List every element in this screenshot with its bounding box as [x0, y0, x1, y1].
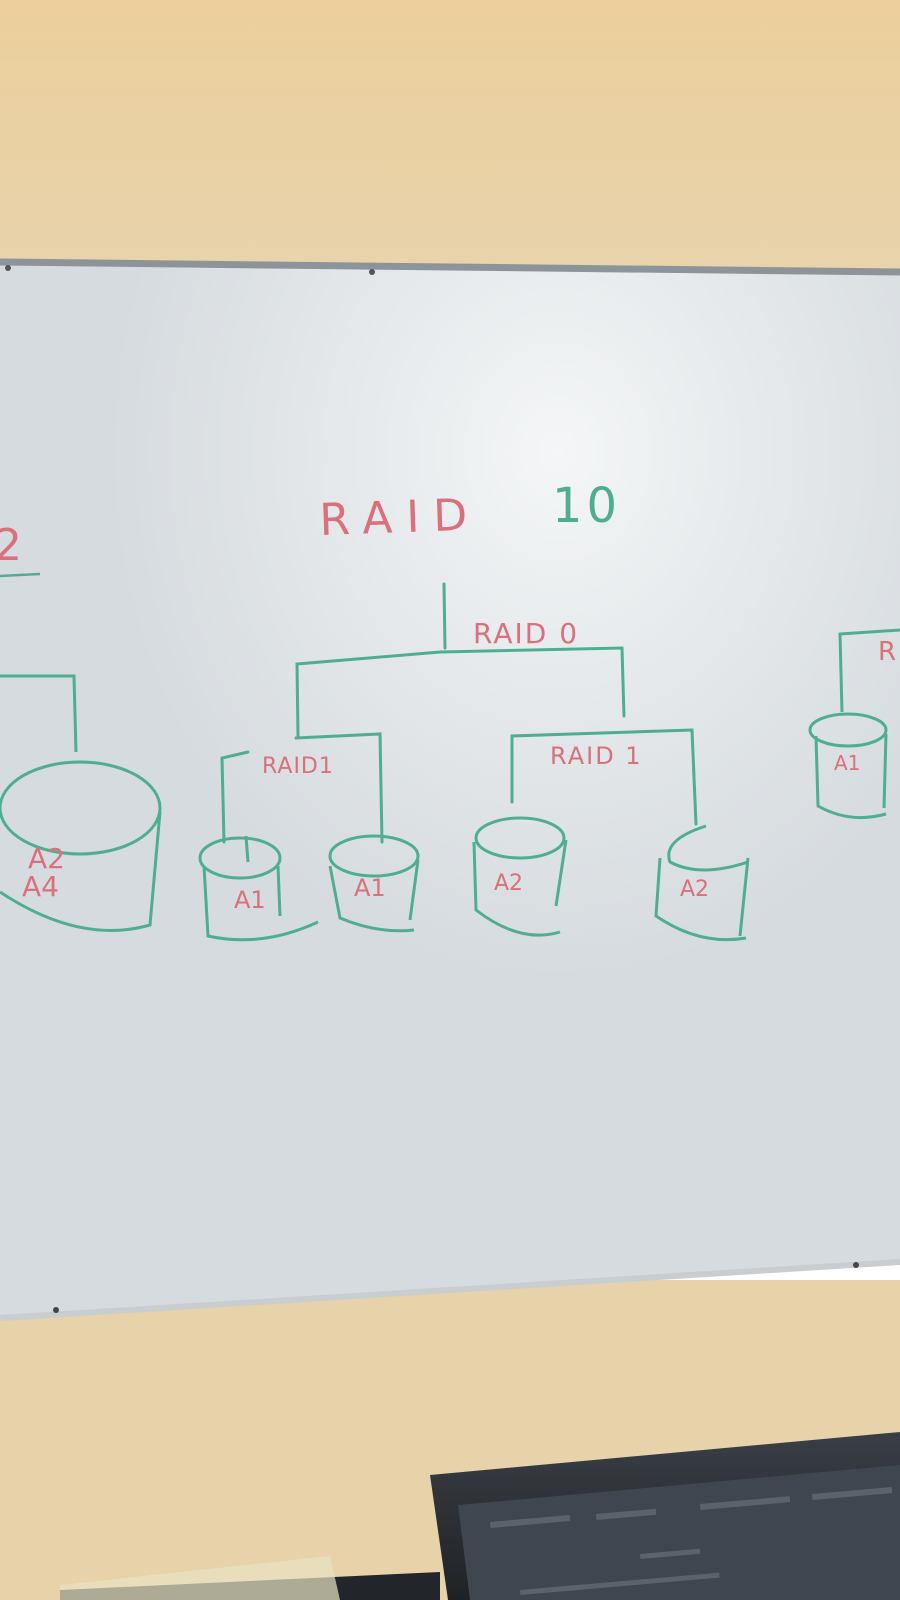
raid1-right-tree: [510, 728, 698, 826]
right-edge-fragment: R: [878, 637, 896, 667]
raid1-left-label: RAID1: [262, 754, 334, 779]
disk-mirror-left-2: A1: [328, 834, 420, 933]
whiteboard-surface: [0, 262, 900, 1318]
disk-mirror-left-1: A1: [198, 835, 319, 942]
wall-upper: [0, 0, 900, 270]
whiteboard-bottom-frame: [0, 1259, 900, 1321]
disk-label: A1: [234, 886, 266, 914]
disk-mirror-right-2: A2: [654, 824, 750, 942]
raid0-tree: [295, 582, 626, 738]
raid1-right-label: RAID 1: [550, 742, 643, 770]
laptop-screen-glow: [489, 1487, 893, 1595]
whiteboard-top-frame: [0, 258, 900, 276]
title-raid10: RAID 10: [319, 478, 621, 546]
left-edge-stroke: [0, 572, 41, 578]
left-partial-tree: [0, 674, 78, 753]
paper-on-desk: [60, 1556, 340, 1600]
disk-label: A2: [28, 842, 65, 875]
title-10-text: 10: [552, 478, 621, 534]
raid1-left-tree: [220, 732, 384, 844]
laptop: [60, 1432, 900, 1600]
disk-label: A1: [354, 874, 386, 902]
left-edge-fragment: 2: [0, 520, 22, 571]
title-raid-text: RAID: [319, 489, 482, 546]
disk-label: A4: [22, 870, 59, 903]
disk-right-partial: A1: [808, 712, 888, 820]
raid0-label: RAID 0: [473, 617, 579, 650]
whiteboard: [0, 258, 900, 1321]
disk-label: A2: [680, 877, 709, 902]
disk-left-partial: A2 A4: [0, 760, 162, 932]
disk-mirror-right-1: A2: [472, 816, 568, 937]
board-screw: [5, 265, 11, 271]
board-screw: [53, 1307, 59, 1313]
board-screw: [369, 269, 375, 275]
disk-label: A1: [834, 751, 860, 775]
right-partial-tree: [838, 628, 900, 713]
disk-label: A2: [494, 871, 523, 896]
board-screw: [853, 1262, 859, 1268]
